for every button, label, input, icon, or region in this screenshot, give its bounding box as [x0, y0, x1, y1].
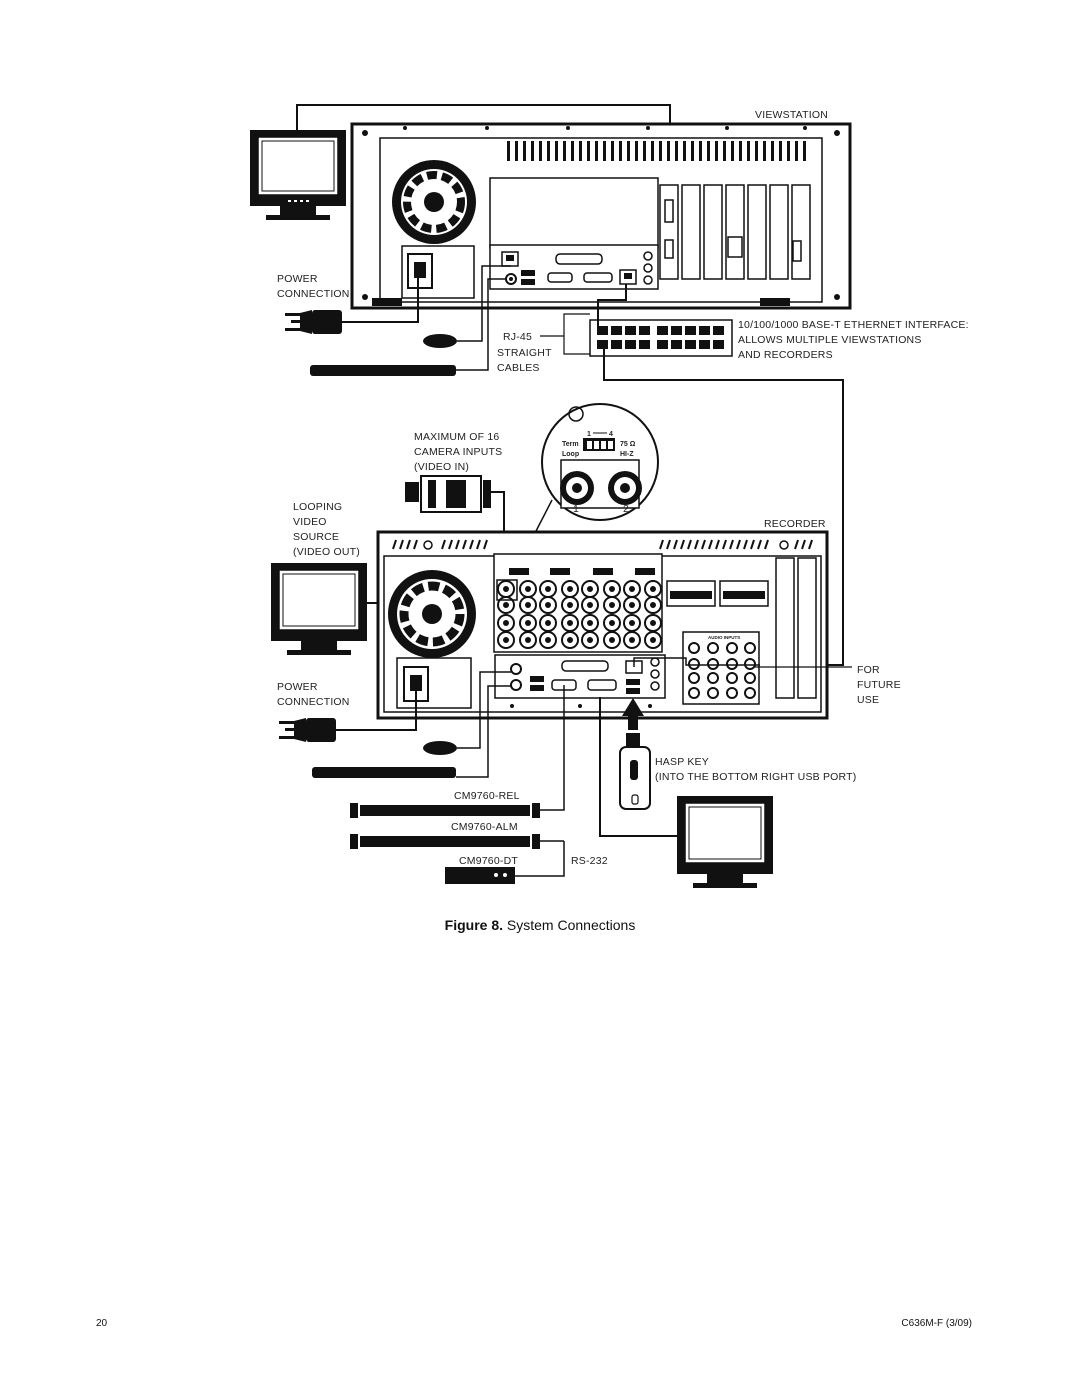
power-plug-bottom: [279, 718, 336, 742]
viewstation-chassis: [350, 122, 852, 310]
label-port-2: 2: [623, 503, 629, 515]
recorder-chassis: [376, 530, 829, 720]
document-code: C636M-F (3/09): [901, 1318, 972, 1329]
page-number: 20: [96, 1318, 108, 1329]
label-future-2: FUTURE: [857, 679, 901, 691]
keyboard-top: [310, 365, 456, 376]
figure-number: Figure 8.: [444, 917, 504, 933]
label-rj45: RJ-45: [503, 331, 532, 343]
ethernet-switch: [589, 319, 733, 357]
termination-detail: [541, 403, 659, 521]
label-rs232: RS-232: [571, 855, 608, 867]
looping-monitor: [271, 563, 367, 655]
label-loop: Loop: [562, 451, 579, 458]
label-hasp-key-1: HASP KEY: [655, 756, 709, 768]
label-term: Term: [562, 441, 579, 448]
label-ethernet-1: 10/100/1000 BASE-T ETHERNET INTERFACE:: [738, 319, 969, 331]
label-looping-1: LOOPING: [293, 501, 342, 513]
cm9760-dt-device: [445, 867, 515, 884]
label-power-connection-bottom-1: POWER: [277, 681, 318, 693]
label-future-3: USE: [857, 694, 879, 706]
label-straight: STRAIGHT: [497, 347, 552, 359]
bottom-monitor: [677, 796, 773, 888]
label-port-1: 1: [573, 503, 579, 515]
mouse-bottom: [423, 741, 457, 755]
keyboard-bottom: [312, 767, 456, 778]
hasp-key: [619, 698, 651, 810]
label-ethernet-2: ALLOWS MULTIPLE VIEWSTATIONS: [738, 334, 922, 346]
mouse-top: [423, 334, 457, 348]
label-range-end: 4: [609, 431, 613, 438]
label-audio-inputs: AUDIO INPUTS: [708, 635, 740, 640]
label-camera-inputs-2: CAMERA INPUTS: [414, 446, 502, 458]
label-viewstation: VIEWSTATION: [755, 109, 828, 121]
label-hasp-key-2: (INTO THE BOTTOM RIGHT USB PORT): [655, 771, 856, 783]
label-looping-3: SOURCE: [293, 531, 339, 543]
label-hiz: HI-Z: [620, 451, 634, 458]
label-looping-2: VIDEO: [293, 516, 327, 528]
label-cm9760-alm: CM9760-ALM: [451, 821, 518, 833]
label-ohm: 75 Ω: [620, 441, 636, 448]
label-looping-4: (VIDEO OUT): [293, 546, 360, 558]
label-ethernet-3: AND RECORDERS: [738, 349, 833, 361]
label-camera-inputs-1: MAXIMUM OF 16: [414, 431, 499, 443]
label-power-connection-bottom-2: CONNECTION: [277, 696, 350, 708]
label-recorder: RECORDER: [764, 518, 826, 530]
label-cm9760-rel: CM9760-REL: [454, 790, 520, 802]
label-power-connection-top-1: POWER: [277, 273, 318, 285]
cm9760-alm-device: [350, 834, 540, 849]
viewstation-monitor: [250, 130, 346, 220]
label-power-connection-top-2: CONNECTION: [277, 288, 350, 300]
label-future-1: FOR: [857, 664, 880, 676]
label-cables: CABLES: [497, 362, 540, 374]
cm9760-rel-device: [350, 803, 540, 818]
camera: [405, 475, 491, 513]
figure-caption: Figure 8. System Connections: [0, 917, 1080, 933]
label-camera-inputs-3: (VIDEO IN): [414, 461, 469, 473]
power-plug-top: [285, 310, 342, 334]
label-range-start: 1: [587, 431, 591, 438]
label-cm9760-dt: CM9760-DT: [459, 855, 518, 867]
figure-title: System Connections: [506, 917, 636, 933]
